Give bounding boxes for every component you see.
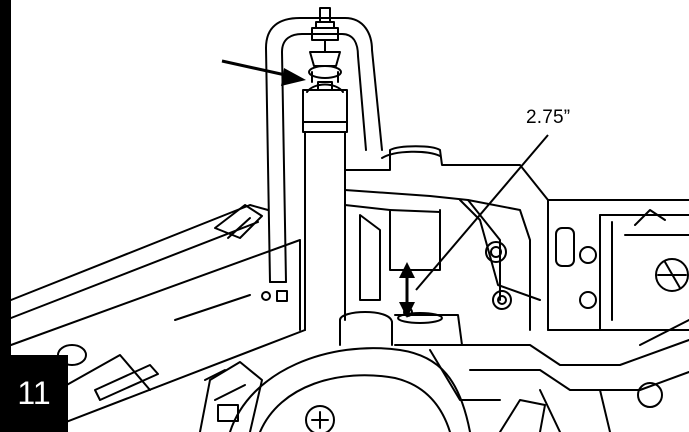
- shock-hoop-bracket: [261, 17, 383, 302]
- double-arrow-icon: [399, 262, 415, 318]
- brake-caliper: [199, 361, 263, 432]
- lower-linkage: [429, 319, 689, 432]
- left-page-edge-bar: [0, 0, 11, 355]
- shock-top-mount: [308, 7, 342, 91]
- dimension-leader-line: [415, 134, 549, 291]
- lower-control-arm: [10, 204, 306, 432]
- wheel-rotor: [229, 347, 471, 432]
- frame-bracket: [344, 145, 549, 331]
- dimension-label: 2.75”: [526, 107, 571, 128]
- shock-absorber: [302, 83, 348, 331]
- bump-stop: [339, 307, 463, 346]
- pointer-arrow-icon: [221, 59, 306, 86]
- frame-rail: [547, 199, 689, 331]
- step-number-badge: 11: [0, 355, 68, 432]
